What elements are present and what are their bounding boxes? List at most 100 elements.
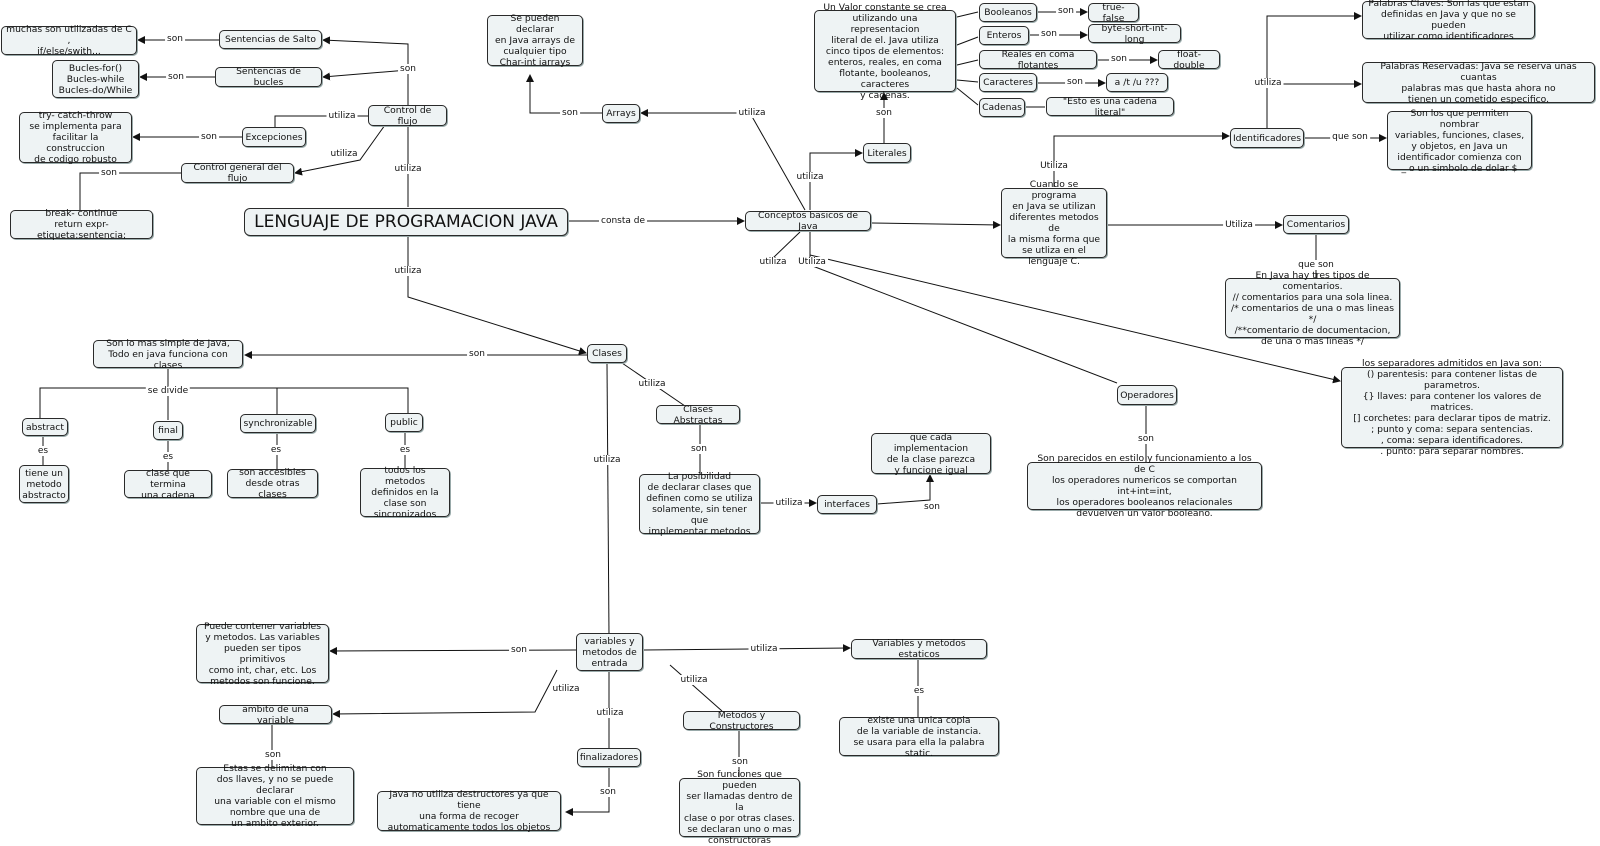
link-label-son: son	[99, 168, 119, 178]
link-label-que-son: que son	[1296, 260, 1336, 270]
node-control-general[interactable]: Control general del flujo	[181, 162, 294, 184]
link-label-utiliza: utiliza	[591, 455, 623, 465]
node-variables-desc[interactable]: Puede contener variables y metodos. Las …	[196, 621, 329, 687]
node-separadores[interactable]: los separadores admitidos en Java son: (…	[1341, 358, 1563, 457]
node-literales[interactable]: Literales	[863, 143, 911, 163]
node-clases[interactable]: Clases	[587, 344, 627, 363]
node-identificadores-desc[interactable]: Son los que permiten nombrar variables, …	[1387, 108, 1532, 174]
node-finalizadores-desc[interactable]: Java no utiliza destructores ya que tien…	[377, 789, 561, 833]
link-label-son: son	[874, 108, 894, 118]
node-reales[interactable]: Reales en coma flotantes	[979, 49, 1097, 71]
node-bucles-desc[interactable]: Bucles-for() Bucles-while Bucles-do/Whil…	[52, 60, 139, 98]
node-reales-desc[interactable]: float-double	[1158, 49, 1220, 71]
link-label-utiliza: utiliza	[550, 684, 582, 694]
node-palabras-claves[interactable]: Palabras Claves: Son las que estan defin…	[1362, 0, 1535, 42]
link-label-utiliza: utiliza	[594, 708, 626, 718]
link-label-utiliza-upper: Utiliza	[1038, 161, 1070, 171]
node-interfaces[interactable]: interfaces	[817, 495, 877, 514]
node-cadenas[interactable]: Cadenas	[979, 98, 1025, 117]
node-metodos-constructores[interactable]: Metodos y Constructores	[683, 710, 800, 732]
node-estaticos[interactable]: Variables y metodos estaticos	[851, 638, 987, 660]
node-clases-abstractas[interactable]: Clases Abstractas	[656, 404, 740, 426]
node-control-general-desc[interactable]: break- continue return expr-etiqueta:sen…	[10, 208, 153, 241]
link-label-utiliza: utiliza	[392, 266, 424, 276]
link-label-utiliza: utiliza	[392, 164, 424, 174]
node-final[interactable]: final	[153, 421, 183, 440]
link-label-utiliza: utiliza	[748, 644, 780, 654]
node-palabras-reservadas[interactable]: Palabras Reservadas: Java se reserva una…	[1362, 61, 1595, 105]
node-caracteres-desc[interactable]: a /t /u ???	[1106, 73, 1168, 92]
link-label-son: son	[199, 132, 219, 142]
link-label-son: son	[467, 349, 487, 359]
link-label-consta-de: consta de	[598, 216, 648, 226]
node-sentencias-salto[interactable]: Sentencias de Salto	[219, 30, 322, 49]
link-label-que-son: que son	[1330, 132, 1370, 142]
node-synchronizable[interactable]: synchronizable	[240, 414, 316, 433]
node-cadenas-desc[interactable]: "Esto es una cadena literal"	[1046, 96, 1174, 118]
node-interfaces-desc[interactable]: que cada implementacion de la clase pare…	[871, 432, 991, 476]
node-finalizadores[interactable]: finalizadores	[577, 748, 641, 767]
link-label-utiliza-upper: Utiliza	[1223, 220, 1255, 230]
link-label-se-divide: se divide	[145, 386, 191, 396]
node-public-desc[interactable]: todos los metodos definidos en la clase …	[360, 465, 450, 520]
link-label-son: son	[689, 444, 709, 454]
node-final-desc[interactable]: clase que termina una cadena	[124, 468, 212, 501]
node-sentencias-bucles[interactable]: Sentencias de bucles	[215, 66, 322, 88]
link-label-son: son	[263, 750, 283, 760]
node-arrays-desc[interactable]: Se pueden declarar en Java arrays de cua…	[487, 13, 583, 68]
main-topic[interactable]: LENGUAJE DE PROGRAMACION JAVA	[244, 208, 568, 236]
node-clases-desc[interactable]: Son lo mas simple de Java, Todo en java …	[93, 338, 243, 371]
node-excepciones-desc[interactable]: try- catch-throw se implementa para faci…	[19, 110, 132, 165]
node-comentarios-desc[interactable]: En Java hay tres tipos de comentarios. /…	[1225, 270, 1400, 347]
link-label-son: son	[730, 757, 750, 767]
node-conceptos[interactable]: Conceptos basicos de Java	[745, 210, 871, 232]
link-label-utiliza: utiliza	[636, 379, 668, 389]
link-label-son: son	[1056, 6, 1076, 16]
link-label-son: son	[1065, 77, 1085, 87]
node-arrays[interactable]: Arrays	[602, 104, 640, 123]
link-label-son: son	[398, 64, 418, 74]
node-operadores-desc[interactable]: Son parecidos en estilo y funcionamiento…	[1027, 453, 1262, 519]
node-booleanos[interactable]: Booleanos	[979, 3, 1037, 22]
link-label-utiliza-upper: Utiliza	[796, 257, 828, 267]
node-true-false[interactable]: true-false	[1088, 2, 1139, 24]
link-label-son: son	[1039, 29, 1059, 39]
node-comentarios[interactable]: Comentarios	[1283, 215, 1349, 234]
link-label-son: son	[1109, 54, 1129, 64]
node-cuando[interactable]: Cuando se programa en Java se utilizan d…	[1001, 179, 1107, 267]
node-enteros[interactable]: Enteros	[979, 26, 1029, 45]
node-identificadores[interactable]: Identificadores	[1230, 128, 1304, 148]
link-label-utiliza: utiliza	[794, 172, 826, 182]
node-excepciones[interactable]: Excepciones	[242, 127, 306, 147]
node-salto-desc[interactable]: muchas son utilizadas de C , if/else/swi…	[1, 24, 137, 57]
link-label-utiliza: utiliza	[326, 111, 358, 121]
link-label-son: son	[165, 34, 185, 44]
node-clases-abstractas-desc[interactable]: La posibilidad de declarar clases que de…	[639, 471, 760, 537]
link-label-utiliza: utiliza	[736, 108, 768, 118]
link-label-es: es	[268, 445, 284, 455]
node-estaticos-desc[interactable]: existe una unica copia de la variable de…	[839, 715, 999, 759]
link-label-es: es	[911, 686, 927, 696]
node-control-flujo[interactable]: Control de flujo	[368, 105, 447, 127]
node-ambito-desc[interactable]: Estas se delimitan con dos llaves, y no …	[196, 763, 354, 829]
link-label-son: son	[598, 787, 618, 797]
node-caracteres[interactable]: Caracteres	[979, 73, 1037, 92]
node-enteros-desc[interactable]: byte-short-int-long	[1088, 23, 1181, 45]
node-operadores[interactable]: Operadores	[1117, 385, 1177, 405]
link-label-son: son	[560, 108, 580, 118]
node-public[interactable]: public	[385, 413, 423, 432]
link-label-son: son	[1136, 434, 1156, 444]
node-abstract-desc[interactable]: tiene un metodo abstracto	[19, 465, 69, 503]
node-literales-desc[interactable]: Un Valor constante se crea utilizando un…	[814, 2, 956, 101]
node-variables[interactable]: variables y metodos de entrada	[576, 633, 643, 671]
node-ambito[interactable]: ambito de una variable	[219, 704, 332, 726]
link-label-utiliza: utiliza	[1252, 78, 1284, 88]
node-synchronizable-desc[interactable]: son accesibles desde otras clases	[227, 467, 318, 500]
node-abstract[interactable]: abstract	[22, 418, 68, 436]
link-label-son: son	[166, 72, 186, 82]
node-metodos-constructores-desc[interactable]: Son funciones que pueden ser llamadas de…	[679, 769, 800, 846]
link-label-es: es	[35, 446, 51, 456]
link-label-utiliza: utiliza	[773, 498, 805, 508]
link-label-utiliza: utiliza	[678, 675, 710, 685]
